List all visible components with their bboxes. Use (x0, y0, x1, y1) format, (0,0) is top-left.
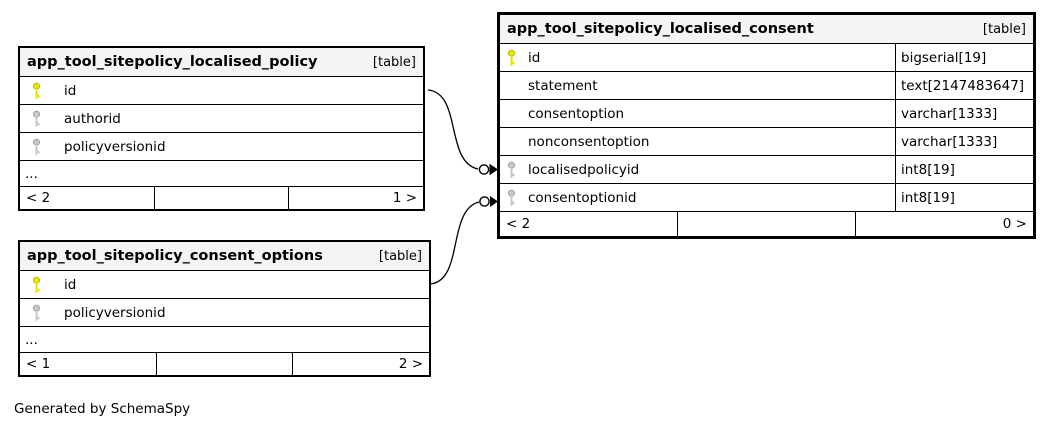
table-row: nonconsentoption varchar[1333] (500, 128, 1033, 156)
generator-note: Generated by SchemaSpy (14, 401, 191, 417)
ellipsis-label: ... (25, 331, 38, 348)
relationship-consentoptionid (429, 196, 498, 285)
foreign-key-icon (33, 110, 40, 127)
table-tag: [table] (982, 21, 1026, 37)
outgoing-count: 1 > (392, 190, 418, 206)
table-row-ellipsis: ... (20, 161, 423, 187)
foreign-key-icon (508, 189, 515, 206)
table-row: id (20, 77, 423, 105)
foreign-key-icon (508, 161, 515, 178)
outgoing-count: 2 > (398, 356, 424, 372)
column-name: nonconsentoption (528, 133, 650, 150)
table-row: id (20, 271, 429, 299)
table-row: id bigserial[19] (500, 44, 1033, 72)
incoming-count: < 2 (506, 216, 531, 232)
outgoing-count: 0 > (1002, 216, 1027, 232)
column-name: id (528, 49, 541, 66)
cardinality-circle (479, 196, 490, 207)
incoming-count: < 1 (26, 356, 51, 372)
table-node-localised-consent[interactable]: app_tool_sitepolicy_localised_consent [t… (497, 12, 1036, 239)
table-row: policyversionid (20, 133, 423, 161)
foreign-key-icon (33, 138, 40, 155)
column-name: id (64, 276, 77, 293)
foreign-key-icon (33, 304, 40, 321)
column-name: policyversionid (64, 138, 166, 155)
footer-spacer (155, 353, 294, 375)
table-header[interactable]: app_tool_sitepolicy_localised_consent [t… (500, 15, 1033, 44)
table-header[interactable]: app_tool_sitepolicy_consent_options [tab… (20, 242, 429, 271)
column-name: statement (528, 77, 598, 94)
column-type: varchar[1333] (895, 100, 1033, 127)
table-node-consent-options[interactable]: app_tool_sitepolicy_consent_options [tab… (18, 240, 431, 377)
table-row: policyversionid (20, 299, 429, 327)
table-row: localisedpolicyid int8[19] (500, 156, 1033, 184)
table-header[interactable]: app_tool_sitepolicy_localised_policy [ta… (20, 48, 423, 77)
table-name[interactable]: app_tool_sitepolicy_localised_policy (27, 54, 318, 70)
footer-spacer (153, 187, 290, 209)
table-row-ellipsis: ... (20, 327, 429, 353)
column-name: id (64, 82, 77, 99)
table-row: statement text[2147483647] (500, 72, 1033, 100)
ellipsis-label: ... (25, 165, 38, 182)
table-tag: [table] (378, 248, 422, 264)
column-name: localisedpolicyid (528, 161, 640, 178)
primary-key-icon (33, 82, 40, 99)
primary-key-icon (508, 49, 515, 66)
column-name: authorid (64, 110, 121, 127)
table-row: authorid (20, 105, 423, 133)
relationship-connector (429, 201, 480, 285)
table-name[interactable]: app_tool_sitepolicy_consent_options (27, 248, 323, 264)
column-name: consentoption (528, 105, 625, 122)
table-footer: < 2 1 > (20, 187, 423, 209)
relationship-connector (427, 89, 479, 170)
column-type: int8[19] (895, 184, 1033, 211)
cardinality-circle (478, 164, 490, 175)
table-footer: < 2 0 > (500, 212, 1033, 236)
table-row: consentoption varchar[1333] (500, 100, 1033, 128)
table-node-localised-policy[interactable]: app_tool_sitepolicy_localised_policy [ta… (18, 46, 425, 211)
footer-spacer (677, 212, 856, 236)
relationship-localisedpolicyid (427, 89, 498, 176)
column-name: consentoptionid (528, 189, 637, 206)
table-footer: < 1 2 > (20, 353, 429, 375)
primary-key-icon (33, 276, 40, 293)
column-type: varchar[1333] (895, 128, 1033, 155)
column-type: int8[19] (895, 156, 1033, 183)
table-name[interactable]: app_tool_sitepolicy_localised_consent (507, 21, 814, 37)
column-name: policyversionid (64, 304, 166, 321)
table-row: consentoptionid int8[19] (500, 184, 1033, 212)
column-type: text[2147483647] (895, 72, 1033, 99)
incoming-count: < 2 (26, 190, 51, 206)
table-tag: [table] (372, 54, 416, 70)
column-type: bigserial[19] (895, 44, 1033, 71)
